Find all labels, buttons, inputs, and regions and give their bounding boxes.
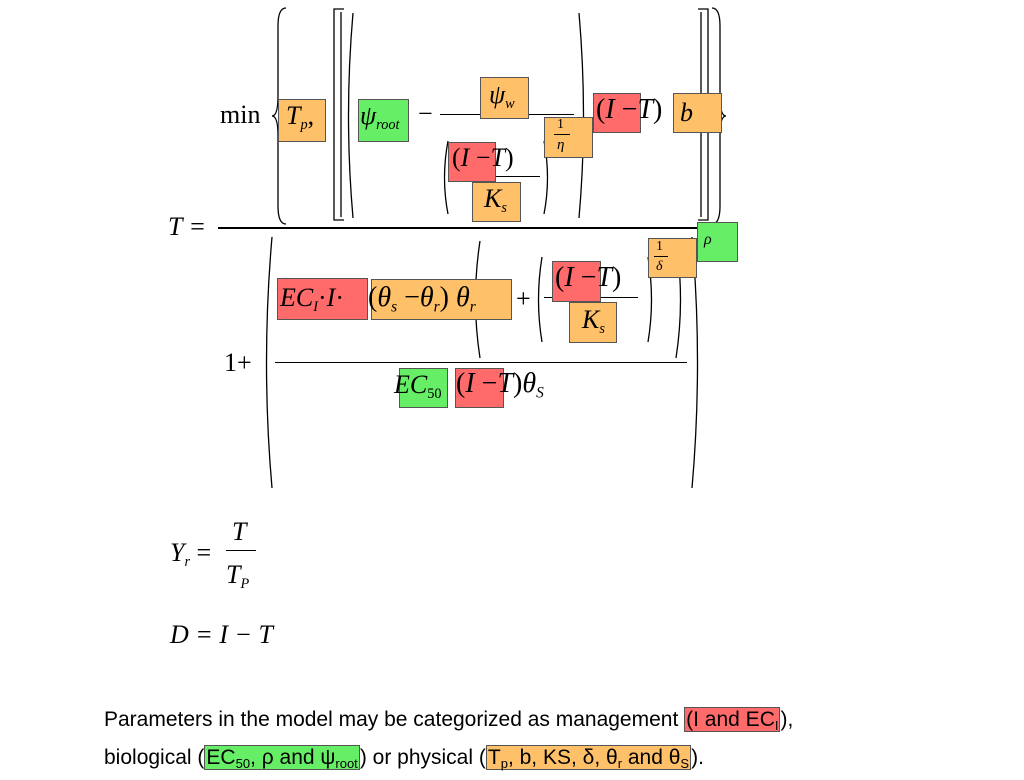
theta-box [371,279,512,320]
yr-lhs: Yr = [170,538,212,570]
delta-den: δ [656,259,663,274]
ks-den-term: Ks [582,305,605,337]
theta-diff-term: (θs −θr) θr [368,282,476,316]
physical-highlight: Tp, b, KS, δ, θr and θS [485,744,692,771]
tp-term: Tp, [286,101,315,133]
caption-line-2: biological (EC50, ρ and ψroot) or physic… [104,744,704,771]
paren-ks-left [443,140,449,215]
tp-box [278,99,326,142]
i-top-box [593,93,641,133]
i-minus-t-ks: (I −T) [452,143,514,172]
ks-box [472,182,521,222]
d-equation: D = I − T [170,620,273,649]
management-highlight: (I and ECI [684,707,781,733]
eta-den: η [557,137,565,153]
b-term: b [680,98,693,127]
i-ec50-box [455,368,504,408]
paren-outer-right [578,12,585,219]
paren-denom-left [265,236,273,489]
brace-right [711,7,727,225]
minus-sign: − [418,99,433,128]
psi-root-term: ψroot [360,101,400,133]
i-den-box [552,261,601,302]
delta-num: 1 [656,239,663,254]
yr-num: T [232,517,247,546]
plus-sign: + [516,284,531,313]
i-minus-t-ec50: (I −T)θS [456,368,544,402]
main-fraction-line [218,227,722,229]
psi-w-box [480,77,529,119]
b-box [673,93,722,133]
min-label: min [220,100,261,129]
rho-box [697,222,738,262]
lhs-t: T = [168,212,207,241]
ec50-box [399,368,448,408]
i-minus-t-den: (I −T) [555,262,622,293]
biological-highlight: EC50, ρ and ψroot [204,744,360,771]
delta-frac-line [654,256,668,257]
ks-den-box [569,302,617,343]
bracket-left [333,8,344,221]
delta-box [648,238,697,278]
caption-line-1: Parameters in the model may be categoriz… [104,707,794,733]
eta-num: 1 [557,117,564,132]
yr-den: TP [226,560,250,592]
i-ks-box [448,142,496,182]
ks-term: Ks [484,184,507,216]
eta-frac-line [554,134,570,135]
parameter-caption: Parameters in the model may be categoriz… [104,704,793,780]
psi-w-term: ψw [489,80,515,112]
ec50-term: EC50 [394,370,442,402]
rho-term: ρ [704,231,712,248]
brace-left [271,7,287,225]
ec-i-box [277,278,368,320]
denom-fraction-line [275,362,687,363]
ec-i-term: ECI·I· [280,283,345,315]
eta-box [544,117,593,158]
paren-iks-left [537,256,543,343]
yr-fraction-line [226,550,256,551]
paren-outer-left [347,12,354,219]
psi-root-box [358,99,409,142]
one-plus: 1+ [224,348,252,377]
i-minus-t-top: (I −T) [596,94,663,125]
